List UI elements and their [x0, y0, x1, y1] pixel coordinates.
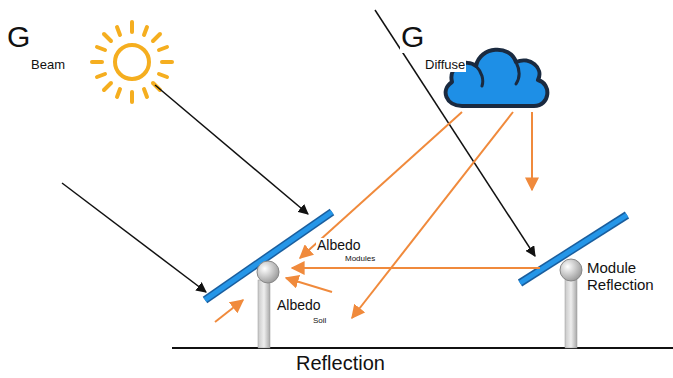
tracker-post — [565, 278, 577, 348]
subscript: Soil — [312, 317, 327, 326]
module-reflection-label: Module Reflection — [586, 260, 668, 293]
tracker-post — [258, 280, 270, 348]
symbol-g: G — [400, 20, 425, 53]
reflection-label: Reflection — [295, 352, 386, 374]
subscript: Beam — [30, 58, 66, 72]
albedo-label: Albedo — [276, 298, 322, 313]
albedo-label: Albedo — [316, 238, 362, 253]
symbol-g: G — [6, 20, 31, 53]
pv-module — [205, 212, 332, 300]
subscript: Diffuse — [424, 58, 466, 72]
diffuse-ray — [215, 112, 540, 322]
beam-ray — [62, 10, 535, 292]
ground-line — [172, 347, 673, 349]
pivot — [257, 261, 279, 283]
subscript: Modules — [344, 255, 376, 264]
pivot — [560, 259, 582, 281]
